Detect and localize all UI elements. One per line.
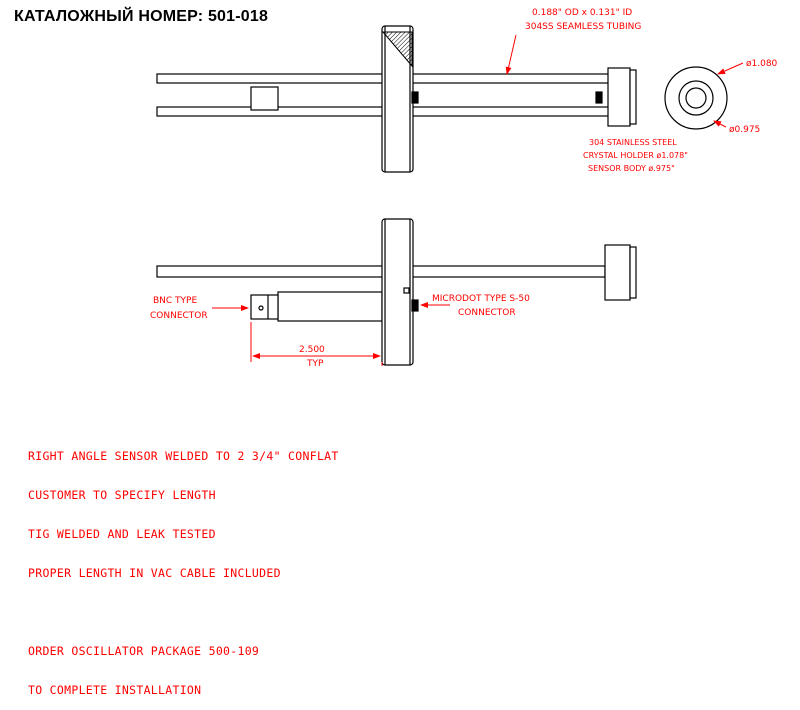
microdot-label-line1: MICRODOT TYPE S-50 [432, 294, 530, 304]
bnc-label-line2: CONNECTOR [150, 311, 208, 321]
sensor-technical-drawing: 0.188" OD x 0.131" ID 304SS SEAMLESS TUB… [150, 8, 778, 369]
side-flange [381, 218, 414, 366]
top-crystal-holder [607, 67, 631, 127]
note-line: CUSTOMER TO SPECIFY LENGTH [28, 488, 216, 502]
top-microdot-block [411, 91, 419, 104]
top-sleeve [250, 86, 279, 111]
steel-spec-line1: 304 STAINLESS STEEL [589, 138, 677, 147]
note-line: TIG WELDED AND LEAK TESTED [28, 527, 216, 541]
steel-spec-line3: SENSOR BODY ø.975" [588, 164, 675, 173]
tubing-spec-line2: 304SS SEAMLESS TUBING [525, 22, 641, 32]
outer-diameter-label: ø1.080 [746, 59, 778, 69]
note-line: ORDER OSCILLATOR PACKAGE 500-109 [28, 644, 260, 658]
side-microdot-block [411, 299, 419, 312]
side-bnc-connector [250, 294, 279, 320]
note-spacer [28, 606, 339, 619]
steel-spec-line2: CRYSTAL HOLDER ø1.078" [583, 151, 688, 160]
dimension-typ: TYP [306, 359, 324, 369]
note-line: RIGHT ANGLE SENSOR WELDED TO 2 3/4" CONF… [28, 449, 339, 463]
end-view-middle-circle [678, 80, 714, 116]
microdot-label-line2: CONNECTOR [458, 308, 516, 318]
note-line: PROPER LENGTH IN VAC CABLE INCLUDED [28, 566, 281, 580]
inner-diameter-label: ø0.975 [729, 125, 760, 135]
catalog-number-title: КАТАЛОЖНЫЙ НОМЕР: 501-018 [14, 8, 269, 25]
end-view [664, 66, 728, 130]
top-holder-block [595, 91, 603, 104]
side-annotations [212, 302, 450, 366]
side-tube [156, 265, 606, 278]
side-cable-body [277, 291, 383, 322]
top-annotations [505, 34, 744, 128]
end-view-inner-circle [685, 87, 707, 109]
top-flange-hatch [381, 31, 413, 68]
top-view [156, 25, 637, 173]
tubing-spec-line1: 0.188" OD x 0.131" ID [532, 8, 632, 18]
bnc-label-line1: BNC TYPE [153, 296, 197, 306]
note-line: TO COMPLETE INSTALLATION [28, 683, 202, 697]
drawing-notes: RIGHT ANGLE SENSOR WELDED TO 2 3/4" CONF… [28, 424, 339, 710]
side-crystal-holder [604, 244, 631, 301]
side-view [156, 218, 637, 366]
end-view-outer-circle [664, 66, 728, 130]
dimension-value: 2.500 [299, 345, 325, 355]
